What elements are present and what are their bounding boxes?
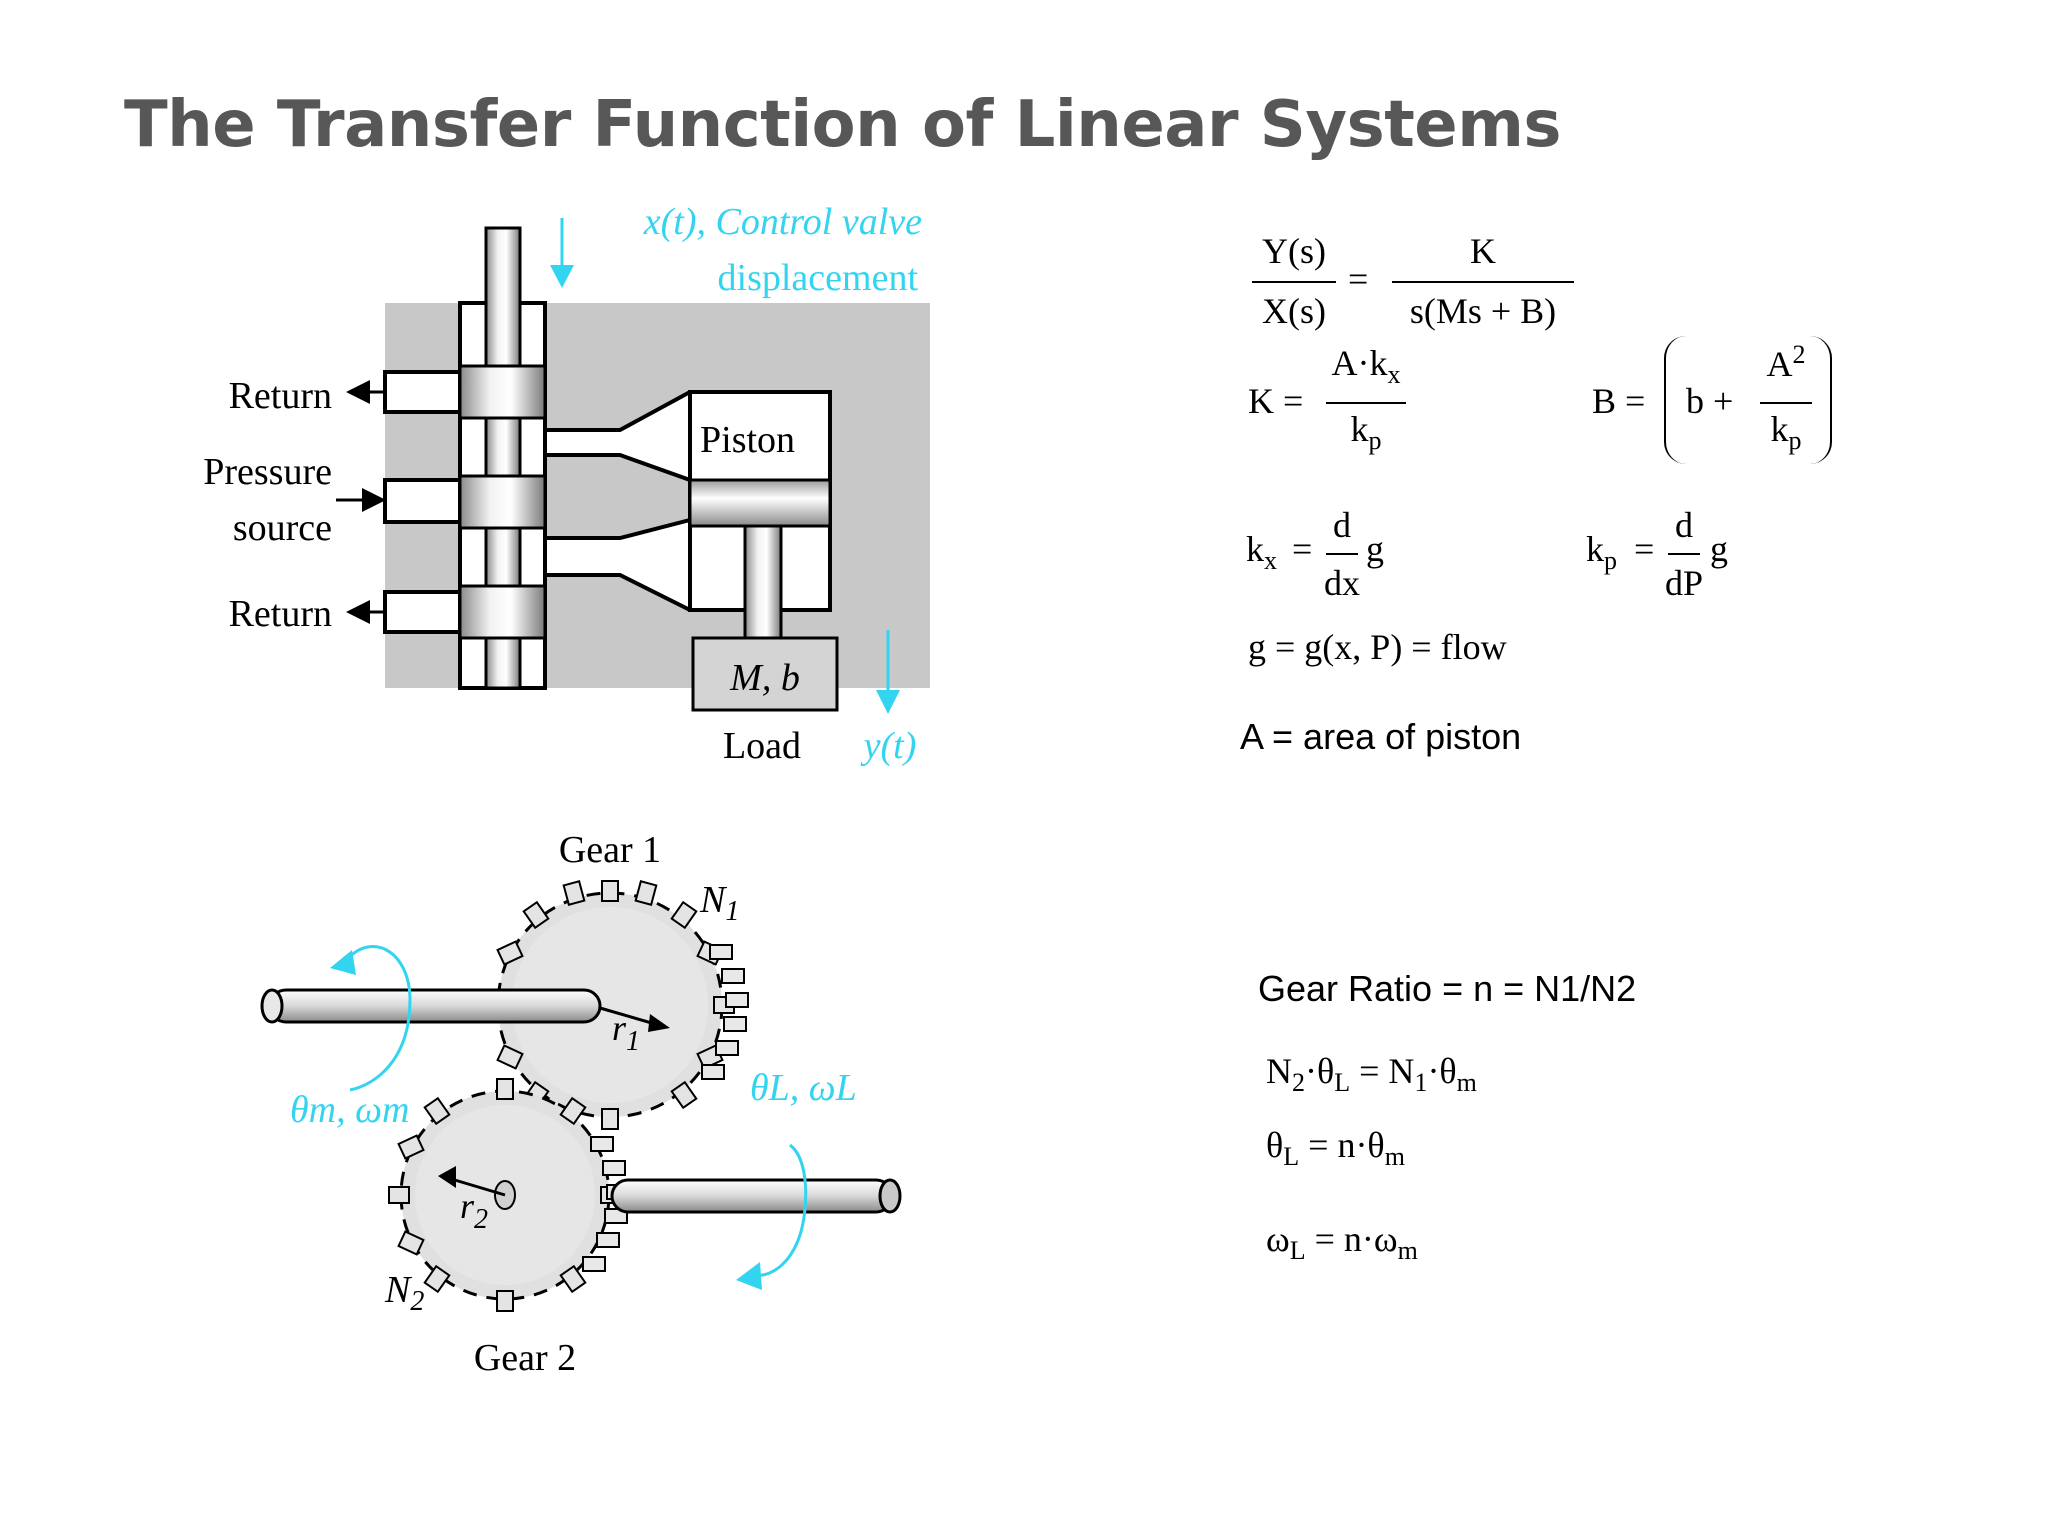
b-numerator: A2 <box>1766 340 1806 384</box>
tf-rhs-numerator: K <box>1470 231 1496 271</box>
kx-g: g <box>1366 529 1384 569</box>
kx-numerator: d <box>1333 505 1351 545</box>
kx-lhs: kx <box>1246 529 1277 576</box>
k-lhs: K = <box>1248 381 1304 421</box>
input-arrow-head <box>550 265 574 288</box>
spool-land-bot <box>458 584 547 640</box>
tf-rhs-denominator: s(Ms + B) <box>1409 291 1557 331</box>
piston-head <box>688 478 832 528</box>
page-title: The Transfer Function of Linear Systems <box>124 88 1561 162</box>
input-shaft <box>260 988 602 1024</box>
kp-fraction-bar <box>1668 553 1700 555</box>
kp-g: g <box>1710 529 1728 569</box>
tf-equals: = <box>1348 259 1369 299</box>
output-shaft <box>610 1178 902 1214</box>
kx-denominator: dx <box>1324 563 1360 603</box>
kx-equals: = <box>1292 529 1313 569</box>
r1-arrow-head <box>648 1014 670 1032</box>
mass-box <box>691 636 839 712</box>
theta-m-rotation-arrow <box>343 945 412 1092</box>
kp-equals: = <box>1634 529 1655 569</box>
return-top-label: Return <box>229 375 332 417</box>
input-label: x(t), Control valve <box>643 201 922 243</box>
piston-label: Piston <box>700 419 795 461</box>
tf-rhs-fraction-bar <box>1392 281 1574 283</box>
gear-equation-3: ωL = n·ωm <box>1266 1219 1418 1266</box>
tf-fraction-bar <box>1252 281 1336 283</box>
input-label-line2: displacement <box>718 257 919 299</box>
b-denominator: kp <box>1770 409 1802 456</box>
gear-equation-2: θL = n·θm <box>1266 1125 1405 1172</box>
n2-label: N2 <box>384 1269 424 1317</box>
gear-2-label: Gear 2 <box>474 1337 576 1379</box>
spool-land-top <box>458 364 547 420</box>
gear-equation-1: N2·θL = N1·θm <box>1266 1051 1477 1098</box>
b-left-paren <box>1664 336 1688 464</box>
tf-numerator: Y(s) <box>1262 231 1326 271</box>
kp-numerator: d <box>1675 505 1693 545</box>
k-numerator: A·kx <box>1331 343 1401 390</box>
b-lhs: B = <box>1592 381 1646 421</box>
theta-l-rotation-arrow <box>751 1143 808 1277</box>
kx-fraction-bar <box>1326 553 1358 555</box>
source-label: source <box>233 507 332 549</box>
theta-m-label: θm, ωm <box>290 1089 409 1131</box>
output-label: y(t) <box>860 725 917 767</box>
theta-l-arrow-head <box>736 1262 762 1290</box>
gear-1-rim <box>701 944 749 1080</box>
r2-label: r2 <box>460 1186 488 1235</box>
spool-land-mid <box>458 474 547 530</box>
k-denominator: kp <box>1350 409 1382 456</box>
piston-rod <box>743 524 783 640</box>
k-fraction-bar <box>1326 402 1406 404</box>
kp-lhs: kp <box>1586 529 1617 576</box>
r2-arrow-head <box>438 1166 456 1188</box>
r1-label: r1 <box>612 1008 640 1057</box>
b-b-term: b + <box>1686 381 1734 421</box>
output-arrow-head <box>876 690 900 714</box>
r2-arrow <box>447 1176 506 1197</box>
b-right-paren <box>1808 336 1832 464</box>
n1-label: N1 <box>699 879 739 927</box>
theta-l-label: θL, ωL <box>750 1067 857 1109</box>
flow-definition: g = g(x, P) = flow <box>1248 627 1507 667</box>
kp-denominator: dP <box>1664 563 1704 603</box>
tf-denominator: X(s) <box>1262 291 1326 331</box>
load-label: Load <box>723 725 801 767</box>
pressure-label: Pressure <box>203 451 332 493</box>
mass-label: M, b <box>729 657 800 699</box>
piston-area-definition: A = area of piston <box>1240 716 1522 757</box>
gear-ratio-definition: Gear Ratio = n = N1/N2 <box>1258 968 1637 1009</box>
b-fraction-bar <box>1760 402 1812 404</box>
theta-m-arrow-head <box>330 950 356 975</box>
gear-1-label: Gear 1 <box>559 829 661 871</box>
return-bottom-label: Return <box>229 593 332 635</box>
